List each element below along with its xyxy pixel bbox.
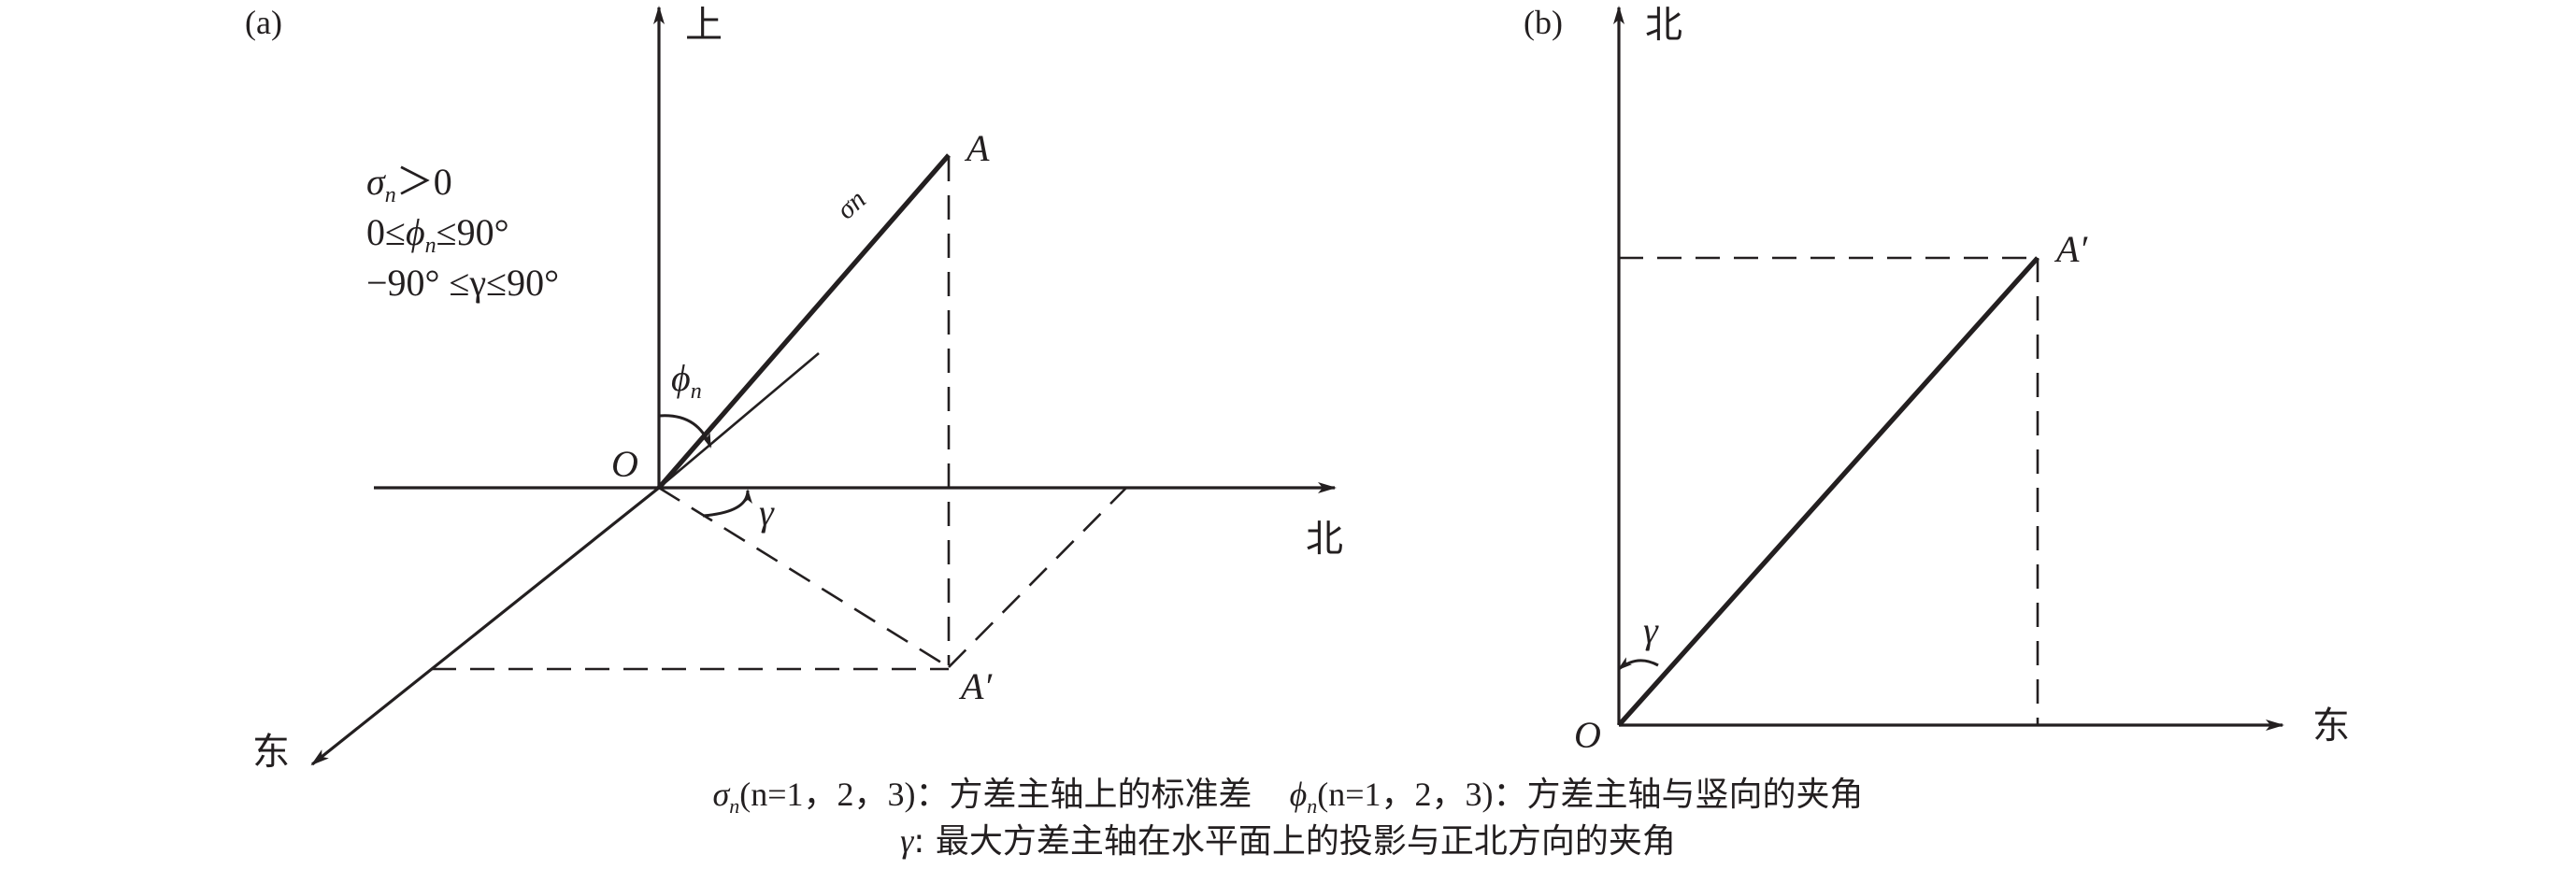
north-axis-label-b: 北 [1645,4,1682,46]
caption-line-2: γ: 最大方差主轴在水平面上的投影与正北方向的夹角 [900,822,1676,861]
point-a-prime-label-b: A′ [2054,228,2088,270]
condition-gamma: −90° ≤γ≤90° [366,262,559,304]
gamma-angle-label-b: γ [1643,609,1659,651]
panel-b: (b) 北 东 O A′ γ [1524,4,2350,756]
point-a-label: A [964,127,990,169]
panel-a: (a) 上 北 东 O A A′ σn ϕn γ σn＞0 0≤ϕn≤90° −… [245,4,1343,773]
vector-oa-prime [1617,256,2039,727]
origin-label-b: O [1574,714,1601,756]
east-parallel-line [948,487,1127,668]
point-a-prime-label: A′ [958,665,993,707]
phi-angle-label: ϕn [671,357,702,404]
gamma-angle-label: γ [759,491,775,534]
phi-arc [658,414,712,449]
helper-line [658,352,820,489]
vector-oa [657,153,951,490]
east-axis [310,486,660,766]
east-axis-label: 东 [252,731,290,773]
condition-phi: 0≤ϕn≤90° [366,211,509,258]
projection-line-oa-prime [658,486,950,669]
up-axis-label: 上 [685,4,723,46]
gamma-arc-b [1617,657,1659,671]
panel-b-tag: (b) [1524,4,1563,41]
vector-sigma-label: σn [831,184,872,225]
panel-a-tag: (a) [245,4,282,41]
north-axis-label: 北 [1306,518,1343,560]
east-axis-label-b: 东 [2312,705,2350,747]
gamma-arc [702,489,752,518]
origin-label-a: O [611,443,638,485]
condition-sigma: σn＞0 [366,161,452,207]
